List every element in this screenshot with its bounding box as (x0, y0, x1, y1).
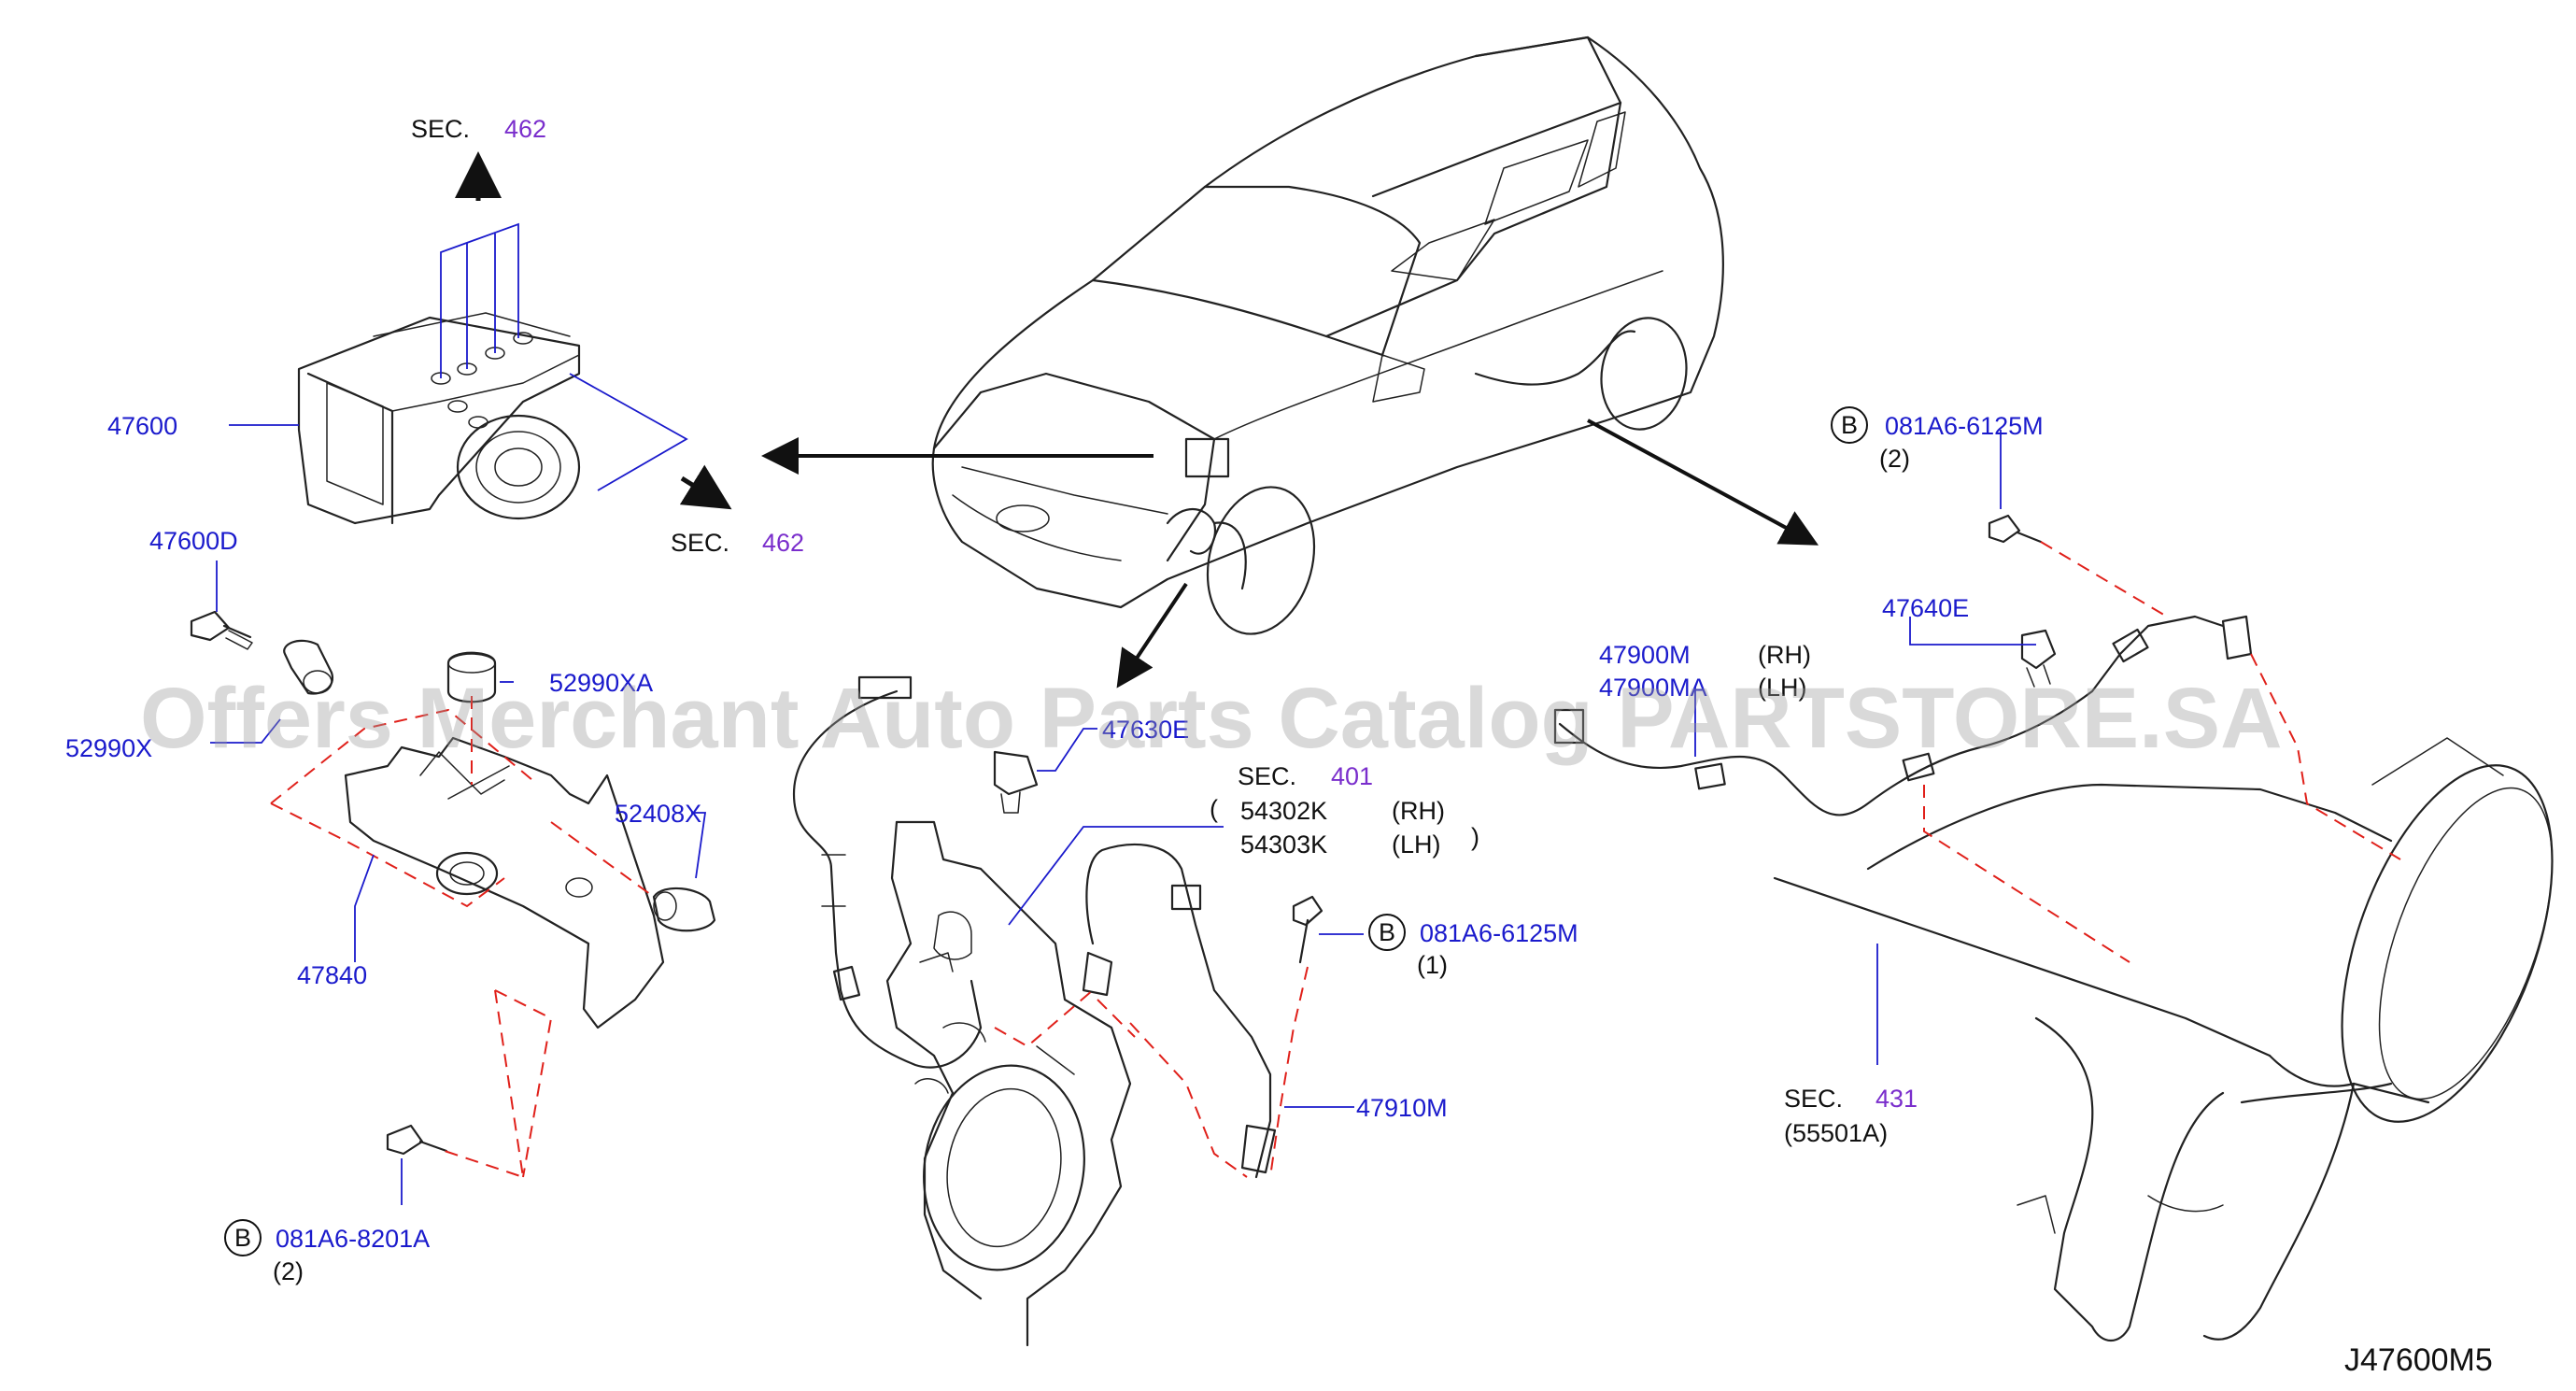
sec-401-prefix: SEC. (1238, 762, 1296, 790)
bracket-close: ) (1471, 823, 1479, 851)
front-sensor-harness (792, 675, 983, 1069)
side-47900m: (RH) (1758, 641, 1811, 669)
sec-431-prefix: SEC. (1784, 1085, 1843, 1113)
part-47640e[interactable]: 47640E (1882, 594, 1969, 622)
bolt-marker-center: B (1379, 918, 1395, 946)
rear-sensor-harness (1553, 615, 2253, 816)
labels: SEC. 462 SEC. 462 47600 47600D 52990X 52… (65, 115, 2493, 1378)
front-knuckle (885, 820, 1132, 1347)
qty-081a6-8201a: (2) (273, 1257, 304, 1285)
part-081a6-6125m-center[interactable]: 081A6-6125M (1420, 919, 1578, 947)
grommet-52990xa (446, 651, 497, 703)
diagram-id: J47600M5 (2344, 1342, 2493, 1378)
bolt-081a6-6125m-right (1988, 514, 2043, 544)
side-47900ma: (LH) (1758, 674, 1807, 702)
part-47630e[interactable]: 47630E (1102, 716, 1189, 744)
bolt-marker-right: B (1841, 411, 1858, 439)
sec-462-right-prefix: SEC. (671, 529, 729, 557)
bracket-47630e (993, 750, 1039, 814)
part-47600d[interactable]: 47600D (149, 527, 238, 555)
part-47900ma[interactable]: 47900MA (1599, 674, 1707, 702)
actuator-leader-lines (229, 222, 688, 491)
part-081a6-8201a[interactable]: 081A6-8201A (276, 1225, 430, 1253)
bracket-47840 (344, 736, 665, 1029)
part-47840[interactable]: 47840 (297, 961, 367, 989)
sec-401-side-rh: (RH) (1392, 797, 1445, 825)
rear-axle-beam (1773, 737, 2554, 1341)
qty-081a6-6125m-right: (2) (1879, 445, 1910, 473)
collar-52408x (652, 887, 716, 932)
clip-47640e (2020, 629, 2057, 688)
sec-462-top-prefix: SEC. (411, 115, 470, 143)
part-47600[interactable]: 47600 (107, 412, 177, 440)
sec-401-part-rh: 54302K (1240, 797, 1327, 825)
watermark: Offers Merchant Auto Parts Catalog PARTS… (140, 671, 2283, 766)
part-47910m[interactable]: 47910M (1356, 1094, 1448, 1122)
bolt-marker-circle-right (1831, 406, 1868, 444)
front-leader-lines (1008, 728, 1364, 1108)
direction-arrows (455, 151, 1819, 688)
sec-401-side-lh: (LH) (1392, 830, 1441, 859)
part-52990xa[interactable]: 52990XA (549, 669, 653, 697)
bolt-081a6-8201a (386, 1124, 448, 1156)
part-47900m[interactable]: 47900M (1599, 641, 1691, 669)
sec-431-sub: (55501A) (1784, 1119, 1888, 1147)
sec-431-link[interactable]: 431 (1875, 1085, 1918, 1113)
bolt-marker-bottom: B (234, 1224, 251, 1252)
car-illustration (931, 35, 1724, 635)
bracket-leader-lines (210, 561, 707, 1205)
sec-462-right-link[interactable]: 462 (762, 529, 804, 557)
bracket-dashed-lines (270, 696, 655, 1179)
part-52408x[interactable]: 52408X (615, 800, 701, 828)
sec-401-part-lh: 54303K (1240, 830, 1327, 859)
front-sensor-47910m (1082, 843, 1277, 1179)
bolt-marker-circle-center (1368, 914, 1406, 951)
rear-leader-lines (1694, 430, 2036, 1065)
sec-462-top-link[interactable]: 462 (504, 115, 546, 143)
abs-actuator-unit (297, 312, 581, 525)
bolt-47600d (190, 610, 253, 650)
bolt-marker-circle-bottom (224, 1219, 262, 1256)
part-52990x[interactable]: 52990X (65, 734, 152, 762)
sec-401-link[interactable]: 401 (1331, 762, 1373, 790)
bolt-081a6-6125m-center (1292, 895, 1323, 964)
grommet-52990x (283, 639, 334, 695)
front-dashed-lines (994, 966, 1309, 1178)
bracket-open: ( (1210, 795, 1218, 823)
part-081a6-6125m-right[interactable]: 081A6-6125M (1885, 412, 2044, 440)
rear-dashed-lines (1923, 541, 2401, 963)
qty-081a6-6125m-center: (1) (1417, 951, 1448, 979)
